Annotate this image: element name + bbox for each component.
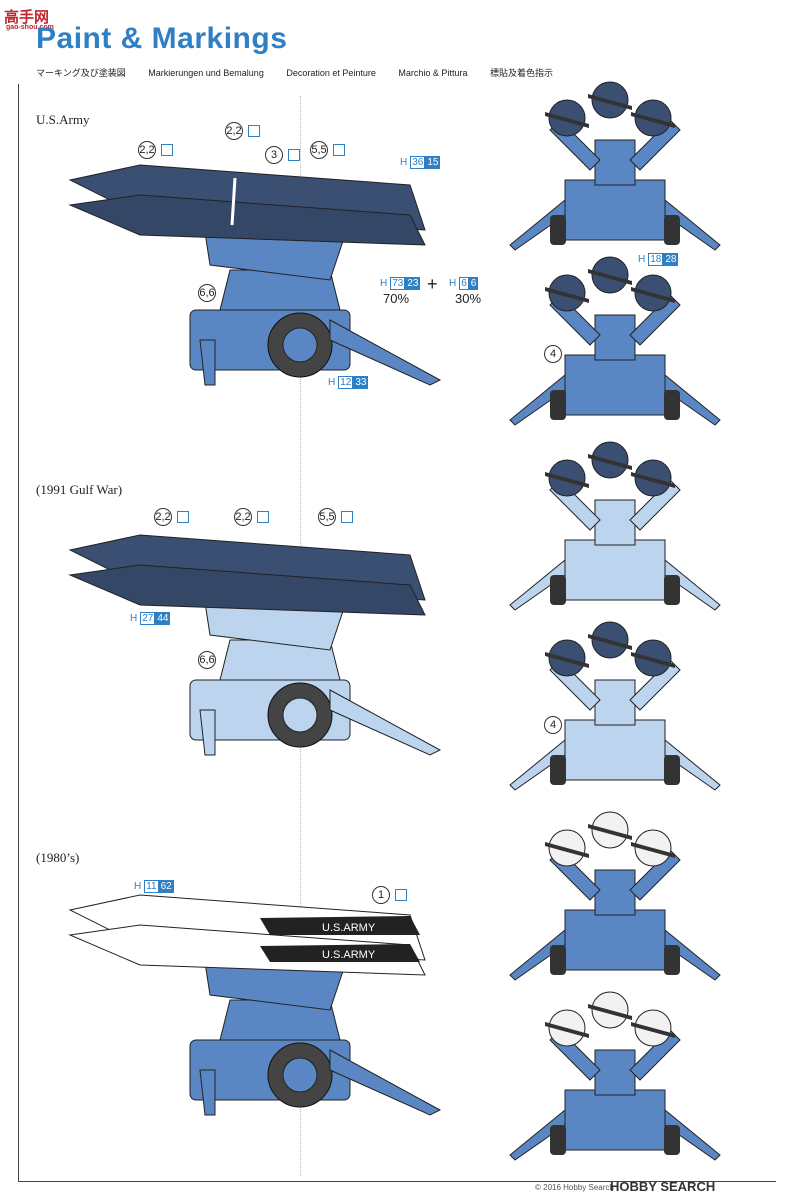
callout-s2-2-2-right: 2,2 <box>234 508 269 526</box>
rear-view-1980s-1 <box>509 811 721 981</box>
rear-view-1980s-2 <box>509 991 721 1161</box>
callout-s1-2-2-right: 2,2 <box>225 122 260 140</box>
callout-rear1-4: 4 <box>544 345 562 363</box>
callout-s1-6-6: 6,6 <box>198 284 216 302</box>
callout-s1-3: 3 <box>265 146 300 164</box>
rear-view-us-army-1 <box>509 81 721 251</box>
section-label-1980s: (1980’s) <box>36 850 80 865</box>
subtitle-it: Marchio & Pittura <box>398 68 468 78</box>
mix-pct-30: 30% <box>455 291 482 306</box>
callout-s2-5-5: 5,5 <box>318 508 353 526</box>
subtitle-cn: 標貼及着色指示 <box>489 68 553 78</box>
site-logo: 高手网 <box>4 9 50 26</box>
section-label-us-army: U.S.Army <box>36 112 90 127</box>
subtitle-de: Markierungen und Bemalung <box>148 68 264 78</box>
mix-pct-70: 70% <box>383 291 410 306</box>
side-view-1980s: U.S.ARMY U.S.ARMY <box>68 894 441 1116</box>
subtitle-jp: マーキング及び塗装図 <box>36 68 126 78</box>
callout-s2-2-2-left: 2,2 <box>154 508 189 526</box>
page-title: Paint & Markings <box>36 22 288 55</box>
rear-view-us-army-2 <box>509 256 721 426</box>
site-logo-url: gao-shou.com <box>6 24 54 31</box>
subtitle-row: マーキング及び塗装図 Markierungen und Bemalung Dec… <box>36 66 573 79</box>
callout-s1-5-5: 5,5 <box>310 141 345 159</box>
side-view-gulf-war <box>68 534 441 756</box>
callout-s2-6-6: 6,6 <box>198 651 216 669</box>
missile-lettering-2: U.S.ARMY <box>322 949 376 961</box>
mix-plus: + <box>427 274 438 294</box>
footer-brand: HOBBY SEARCH <box>610 1179 716 1194</box>
callout-rear2-4: 4 <box>544 716 562 734</box>
page-frame <box>18 84 776 1182</box>
missile-lettering-1: U.S.ARMY <box>322 922 376 934</box>
callout-s1-2-2-left: 2,2 <box>138 141 173 159</box>
callout-s3-1: 1 <box>372 886 407 904</box>
subtitle-fr: Decoration et Peinture <box>286 68 376 78</box>
section-label-gulf-war: (1991 Gulf War) <box>36 482 123 497</box>
rear-view-gulf-war-2 <box>509 621 721 791</box>
copyright: © 2016 Hobby Search <box>535 1183 614 1192</box>
rear-view-gulf-war-1 <box>509 441 721 611</box>
side-view-us-army <box>68 164 441 386</box>
